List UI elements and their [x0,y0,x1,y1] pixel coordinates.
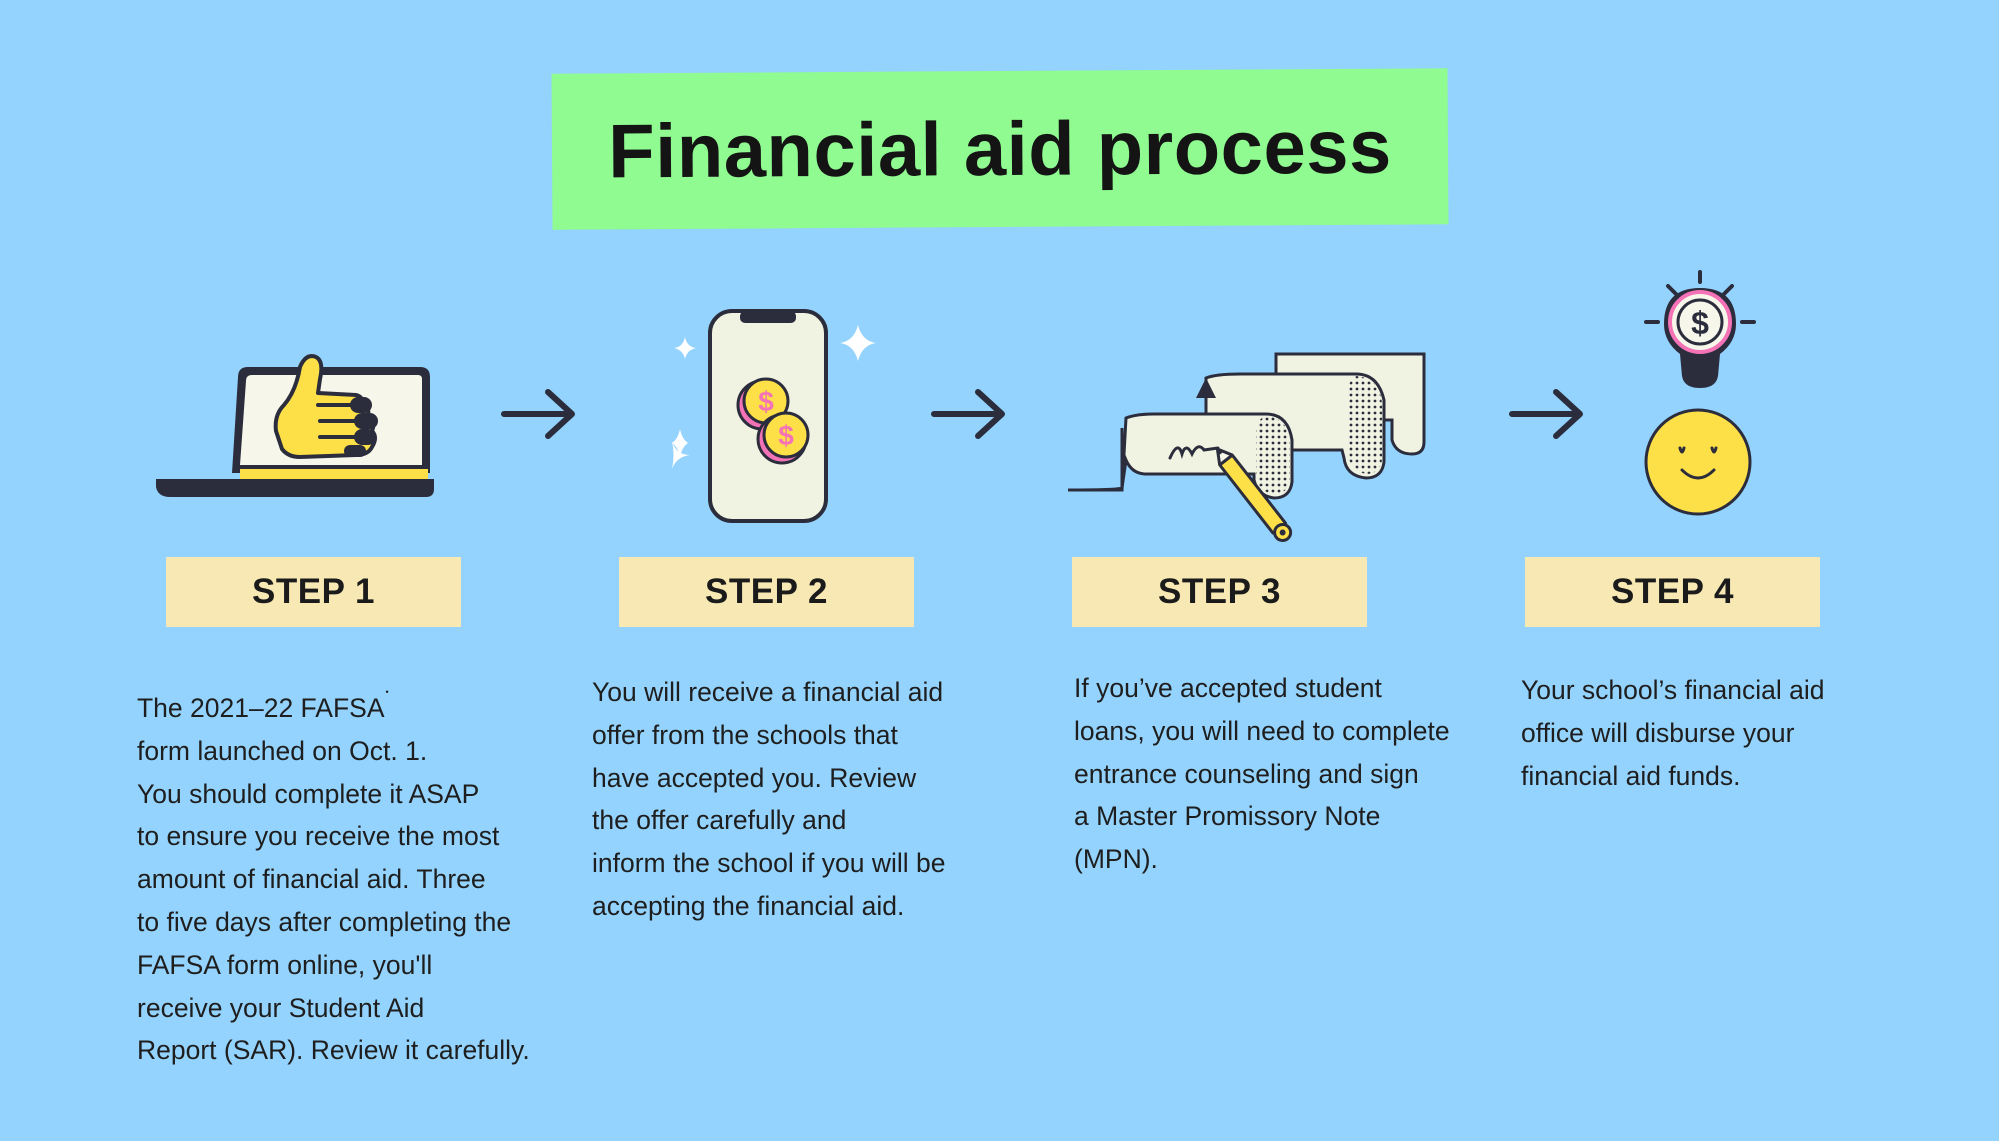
step-1-line: amount of financial aid. Three [137,864,486,895]
step-4-description: Your school’s financial aid office will … [1521,669,1824,797]
step-1-line: to five days after completing the [137,906,512,937]
page-title: Financial aid process [608,104,1392,194]
step-2-line: offer from the schools that [592,719,898,750]
lightbulb-dollar-smiley-icon: $ [1644,270,1756,516]
step-2-line: accepting the financial aid. [592,890,905,921]
right-arrow-icon [501,389,575,439]
step-2-line: You will receive a financial aid [592,677,944,707]
step-1-line: Report (SAR). Review it carefully. [137,1035,530,1066]
step-1-line: FAFSA form online, you'll [137,949,433,980]
svg-text:$: $ [778,420,794,451]
step-4-line: office will disburse your [1521,717,1795,748]
step-1-line: You should complete it ASAP [137,778,480,809]
step-4-line: financial aid funds. [1521,760,1741,791]
step-1-description: The 2021–22 FAFSA• form launched on Oct.… [137,671,530,1072]
svg-text:$: $ [1691,305,1709,341]
step-3-line: loans, you will need to complete [1074,715,1450,746]
step-3-line: entrance counseling and sign [1074,758,1419,789]
svg-text:$: $ [758,386,774,417]
step-2-line: inform the school if you will be [592,848,946,879]
step-4-label: STEP 4 [1525,557,1820,627]
step-3-line: a Master Promissory Note [1074,801,1381,832]
title-banner: Financial aid process [551,68,1449,230]
step-1-line: The 2021–22 FAFSA [137,693,385,723]
step-1-label: STEP 1 [166,557,461,627]
step-1-line: form launched on Oct. 1. [137,735,428,766]
signed-documents-pencil-icon [1067,352,1426,542]
step-3-label: STEP 3 [1072,557,1367,627]
step-4-line: Your school’s financial aid [1521,675,1825,705]
step-2-line: have accepted you. Review [592,762,917,793]
step-3-line: If you’ve accepted student [1074,673,1382,703]
right-arrow-icon [1509,389,1583,439]
step-2-description: You will receive a financial aid offer f… [592,671,946,928]
step-2-line: the offer carefully and [592,805,847,836]
step-3-line: (MPN). [1074,844,1158,875]
phone-with-coins-icon: $ $ [672,309,876,523]
laptop-thumbs-up-icon [156,354,434,497]
step-1-line: receive your Student Aid [137,992,425,1023]
step-3-description: If you’ve accepted student loans, you wi… [1074,667,1450,881]
step-2-label: STEP 2 [619,557,914,627]
step-1-line: to ensure you receive the most [137,821,500,852]
right-arrow-icon [931,389,1005,439]
